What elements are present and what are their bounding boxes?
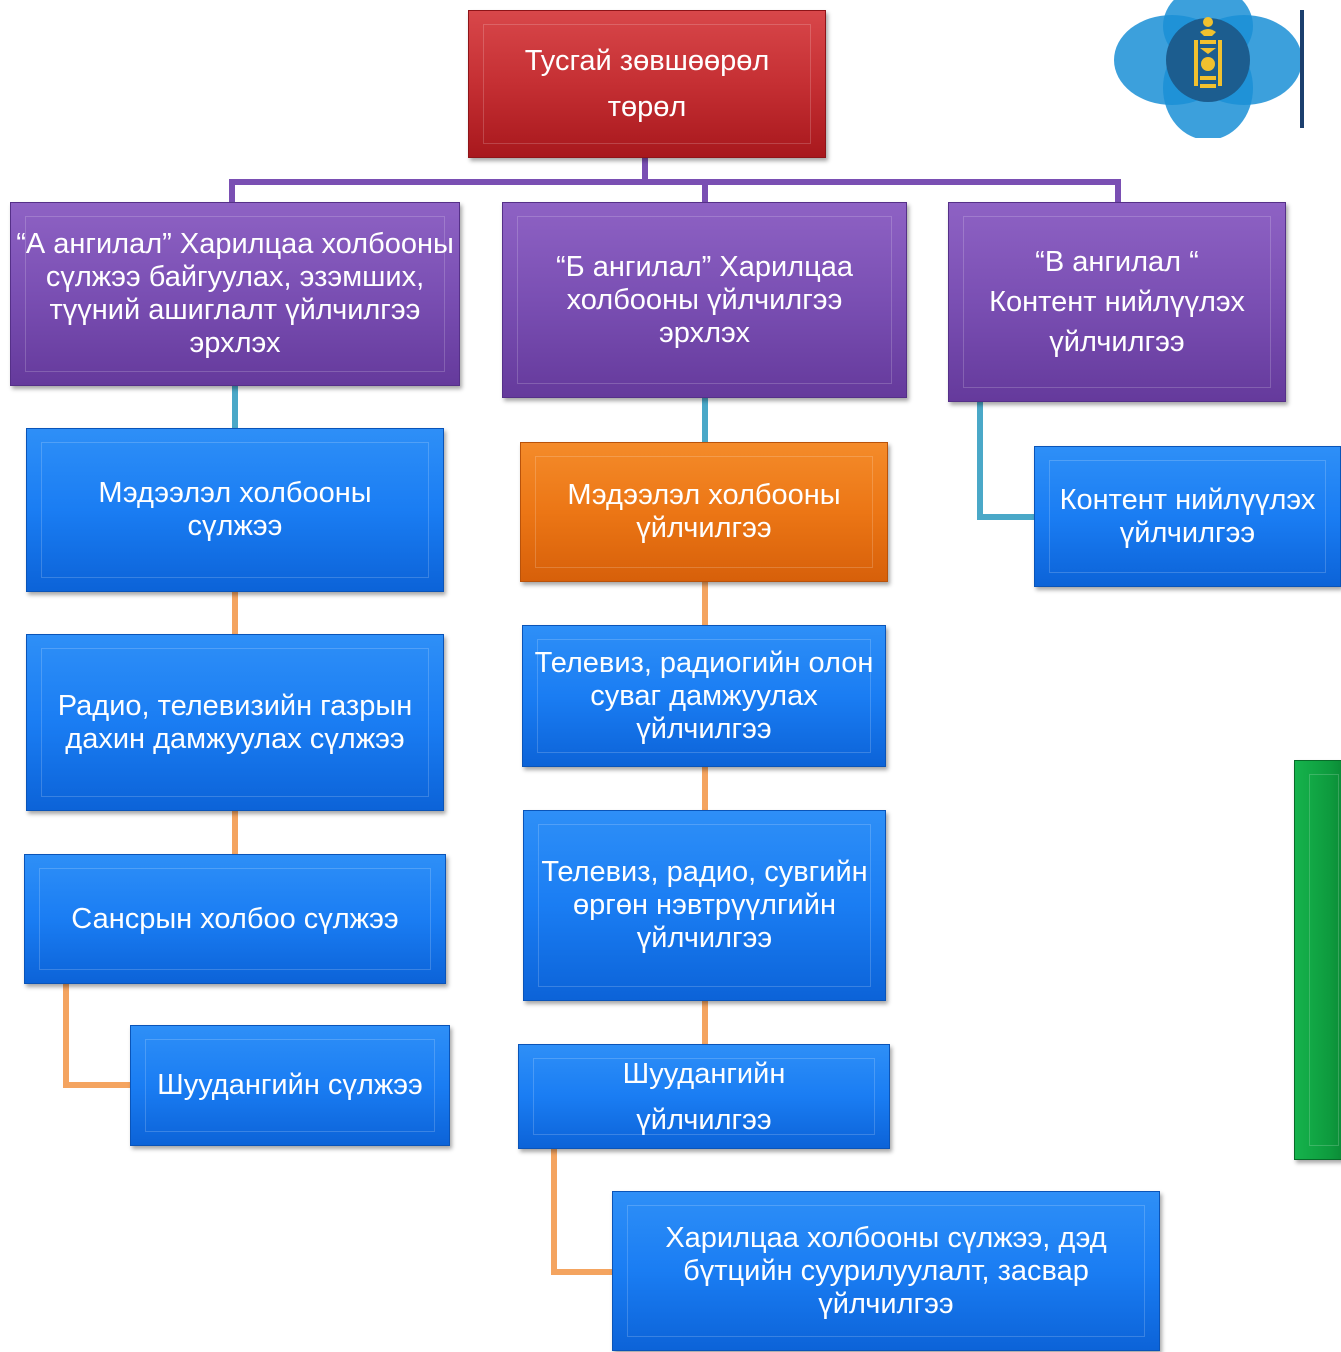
a-item-2-label: Радио, телевизийн газрын дахин дамжуулах…	[57, 689, 413, 755]
connector-b-item4-to-item5	[551, 1149, 612, 1275]
connector-v-to-item1	[977, 402, 1034, 520]
side-panel	[1294, 760, 1341, 1160]
a-item-1-label: Мэдээлэл холбооны сүлжээ	[98, 477, 372, 542]
b-item-1-label: Мэдээлэл холбооны үйлчилгээ	[567, 479, 841, 544]
category-a-label: “А ангилал” Харилцаа холбооны сүлжээ бай…	[16, 228, 454, 359]
b-item-4-label: Шуудангийн үйлчилгээ	[622, 1057, 786, 1136]
b-item-ict-service: Мэдээлэл холбооны үйлчилгээ	[520, 442, 888, 582]
b-item-5-label: Харилцаа холбооны сүлжээ, дэд бүтцийн су…	[665, 1221, 1107, 1320]
a-item-postal-network: Шуудангийн сүлжээ	[130, 1025, 450, 1146]
b-item-infrastructure-service: Харилцаа холбооны сүлжээ, дэд бүтцийн су…	[612, 1191, 1160, 1351]
b-item-3-label: Телевиз, радио, сувгийн өргөн нэвтрүүлги…	[541, 856, 868, 954]
soyombo-logo	[1114, 0, 1304, 138]
b-item-2-label: Телевиз, радиогийн олон суваг дамжуулах …	[534, 646, 874, 745]
v-item-1-label: Контент нийлүүлэх үйлчилгээ	[1059, 483, 1316, 549]
a-item-radio-tv-network: Радио, телевизийн газрын дахин дамжуулах…	[26, 634, 444, 811]
soyombo-symbol	[1194, 17, 1222, 88]
a-item-ict-network: Мэдээлэл холбооны сүлжээ	[26, 428, 444, 592]
a-item-3-label: Сансрын холбоо сүлжээ	[71, 902, 399, 935]
category-a-node: “А ангилал” Харилцаа холбооны сүлжээ бай…	[10, 202, 460, 386]
b-item-postal-service: Шуудангийн үйлчилгээ	[518, 1044, 890, 1149]
a-item-4-label: Шуудангийн сүлжээ	[157, 1069, 423, 1101]
root-node-license-type: Тусгай зөвшөөрөл төрөл	[468, 10, 826, 158]
b-item-broadcast-service: Телевиз, радио, сувгийн өргөн нэвтрүүлги…	[523, 810, 886, 1001]
category-b-label: “Б ангилал” Харилцаа холбооны үйлчилгээ …	[556, 250, 853, 349]
a-item-satellite-network: Сансрын холбоо сүлжээ	[24, 854, 446, 984]
category-v-node: “В ангилал “ Контент нийлүүлэх үйлчилгээ	[948, 202, 1286, 402]
connector-root-to-v	[705, 179, 1121, 202]
root-node-label: Тусгай зөвшөөрөл төрөл	[524, 45, 770, 123]
connector-a-item3-to-item4	[63, 984, 130, 1088]
category-v-label: “В ангилал “ Контент нийлүүлэх үйлчилгээ	[989, 246, 1245, 358]
connector-root-to-categories	[229, 158, 648, 202]
v-item-content-service: Контент нийлүүлэх үйлчилгээ	[1034, 446, 1341, 587]
b-item-multichannel-service: Телевиз, радиогийн олон суваг дамжуулах …	[522, 625, 886, 767]
connector-root-to-b	[645, 179, 708, 202]
category-b-node: “Б ангилал” Харилцаа холбооны үйлчилгээ …	[502, 202, 907, 398]
logo-divider	[1300, 10, 1304, 128]
